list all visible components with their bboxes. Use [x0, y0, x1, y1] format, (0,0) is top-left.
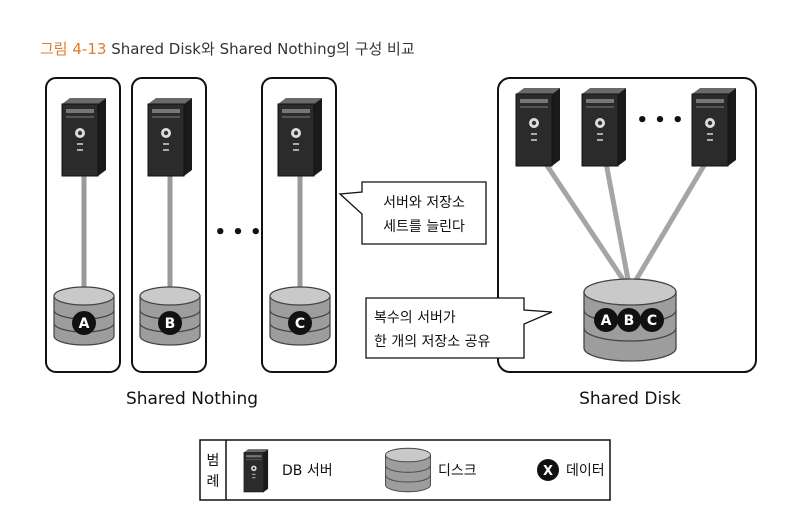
node-c: C	[261, 77, 337, 373]
data-label: A	[601, 313, 612, 329]
shared-disk-group: • • • A B C Shared Disk	[497, 77, 757, 409]
db-server-icon	[277, 97, 323, 177]
node-frame	[131, 77, 207, 373]
data-badge	[288, 311, 312, 335]
shared-disk-label: Shared Disk	[579, 389, 681, 409]
connection-line	[601, 151, 633, 291]
callout-line-1: 복수의 서버가	[374, 310, 456, 326]
legend-title-2: 례	[207, 474, 220, 490]
data-badge	[617, 308, 641, 332]
legend-data-label: 데이터	[566, 463, 605, 479]
data-badge	[594, 308, 618, 332]
shared-nothing-label: Shared Nothing	[126, 389, 258, 409]
db-server-icon	[691, 87, 737, 167]
node-b: B	[131, 77, 207, 373]
figure-caption: 그림 4-13 Shared Disk와 Shared Nothing의 구성 …	[40, 38, 415, 59]
shared-nothing-group: A B • • • C Shared Nothing	[45, 77, 337, 409]
legend-server-icon	[243, 448, 269, 493]
connection-line	[627, 150, 715, 292]
callout-line-2: 한 개의 저장소 공유	[374, 334, 491, 350]
callout-bubble	[365, 297, 553, 359]
figure-number: 그림 4-13	[40, 40, 107, 58]
data-label: A	[79, 316, 90, 332]
node-frame	[45, 77, 121, 373]
callout-scale-sets: 서버와 저장소 세트를 늘린다	[338, 181, 487, 245]
legend: 범 례 DB 서버 디스크 X 데이터	[199, 439, 611, 501]
data-label: B	[624, 313, 635, 329]
shared-disk-frame	[497, 77, 757, 373]
callout-bubble	[338, 181, 487, 245]
db-server-icon	[515, 87, 561, 167]
node-frame	[261, 77, 337, 373]
ellipsis-dots: • • •	[636, 110, 683, 131]
legend-server-label: DB 서버	[282, 463, 333, 479]
legend-data-symbol: X	[543, 464, 553, 479]
figure-title: Shared Disk와 Shared Nothing의 구성 비교	[111, 40, 415, 58]
legend-disk-icon	[385, 447, 431, 493]
callout-shared-storage: 복수의 서버가 한 개의 저장소 공유	[365, 297, 553, 359]
data-badge	[158, 311, 182, 335]
data-label: B	[165, 316, 176, 332]
db-server-icon	[581, 87, 627, 167]
legend-data-badge	[537, 459, 559, 481]
legend-title-1: 범	[207, 453, 220, 469]
callout-line-2: 세트를 늘린다	[383, 219, 465, 235]
db-server-icon	[147, 97, 193, 177]
connection-line	[535, 150, 633, 292]
data-label: C	[295, 316, 305, 332]
callout-line-1: 서버와 저장소	[383, 195, 465, 211]
node-a: A	[45, 77, 121, 373]
data-label: C	[647, 313, 657, 329]
data-badge	[640, 308, 664, 332]
data-badge	[72, 311, 96, 335]
ellipsis-dots: • • •	[214, 222, 261, 243]
legend-disk-label: 디스크	[438, 463, 477, 479]
db-server-icon	[61, 97, 107, 177]
